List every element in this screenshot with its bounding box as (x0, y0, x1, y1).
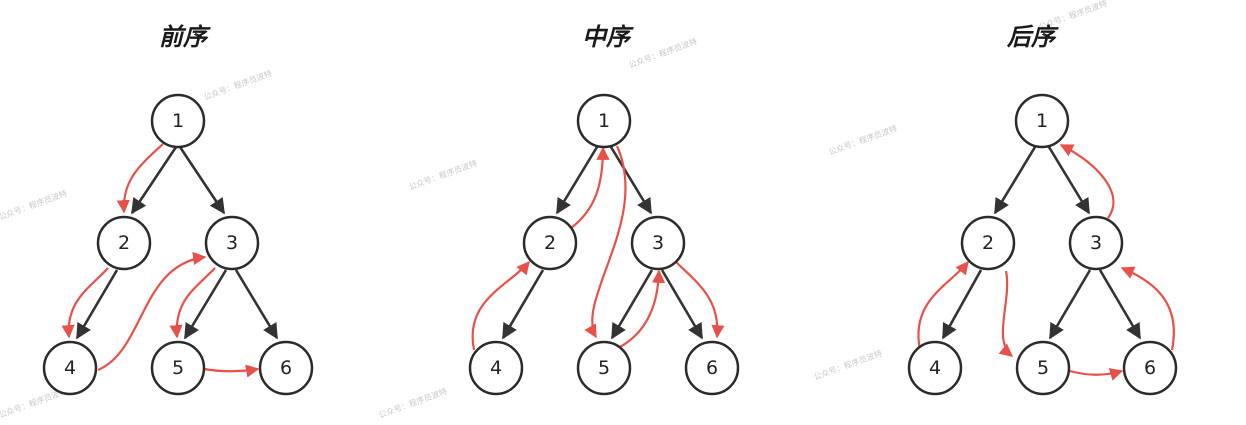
tree-node: 4 (42, 340, 98, 396)
tree-edges (75, 146, 279, 340)
tree-node: 6 (1122, 340, 1178, 396)
tree-node: 3 (204, 215, 260, 271)
tree-edge (1048, 269, 1092, 340)
tree-node: 6 (684, 340, 740, 396)
tree-node: 5 (1015, 340, 1071, 396)
node-label: 1 (172, 110, 184, 132)
tree-node: 5 (576, 340, 632, 396)
traversal-arrow (203, 364, 260, 378)
traversal-arrow (1059, 144, 1115, 219)
watermark: 公众号：程序员波特 (202, 68, 273, 102)
tree-edge (178, 146, 226, 215)
traversal-arrow (570, 146, 610, 229)
tree-edges (941, 146, 1142, 340)
watermark: 公众号：程序员波特 (407, 158, 478, 192)
tree-edge (660, 269, 704, 340)
node-label: 3 (226, 232, 238, 254)
panel-title: 中序 (582, 23, 634, 51)
tree-node: 2 (960, 215, 1016, 271)
traversal-arrow (1069, 368, 1124, 381)
watermark: 公众号：程序员波特 (827, 123, 898, 157)
panel-title: 后序 (1006, 23, 1059, 51)
tree-node: 4 (468, 340, 524, 396)
tree-edge (130, 146, 178, 215)
tree-node: 3 (630, 215, 686, 271)
tree-edge (941, 269, 983, 340)
tree-node: 3 (1068, 215, 1124, 271)
node-label: 3 (1090, 232, 1102, 254)
watermark: 公众号：程序员波特 (377, 386, 448, 420)
traversal-arrow (169, 267, 216, 339)
tree-node: 1 (576, 93, 632, 149)
tree-node: 2 (522, 215, 578, 271)
watermark: 公众号：程序员波特 (0, 188, 68, 222)
tree-node: 1 (150, 93, 206, 149)
panel-inorder: 中序 1 2 3 4 (468, 23, 740, 396)
node-label: 2 (544, 232, 556, 254)
node-label: 1 (1036, 110, 1048, 132)
traversal-arrow (998, 270, 1014, 357)
panel-preorder: 前序 1 2 3 4 (42, 23, 314, 396)
tree-edge (1098, 269, 1142, 340)
tree-edges (501, 146, 704, 340)
traversal-arrow (584, 145, 627, 339)
node-label: 2 (982, 232, 994, 254)
traversal-arrow (619, 269, 666, 348)
tree-edge (609, 146, 653, 215)
node-label: 2 (118, 232, 130, 254)
tree-edge (501, 269, 545, 340)
traversal-arrows (917, 144, 1175, 381)
traversal-arrow (97, 251, 207, 372)
node-label: 6 (706, 357, 718, 379)
node-label: 5 (172, 357, 184, 379)
node-label: 6 (280, 357, 292, 379)
node-label: 3 (652, 232, 664, 254)
tree-node: 6 (258, 340, 314, 396)
traversal-arrows (471, 145, 725, 351)
traversal-arrow (675, 261, 725, 339)
tree-edge (234, 269, 279, 340)
tree-edge (993, 146, 1037, 215)
tree-node: 2 (96, 215, 152, 271)
tree-edge (183, 269, 228, 340)
tree-edge (1047, 146, 1091, 215)
tree-node: 5 (150, 340, 206, 396)
node-label: 4 (490, 357, 502, 379)
node-label: 4 (64, 357, 76, 379)
traversal-arrow (1120, 266, 1175, 351)
panel-title: 前序 (159, 23, 211, 51)
node-label: 1 (598, 110, 610, 132)
tree-edge (75, 269, 119, 340)
traversal-arrow (917, 260, 969, 351)
node-label: 6 (1144, 357, 1156, 379)
traversal-arrow (116, 143, 164, 214)
traversal-arrows (61, 143, 260, 378)
tree-node: 4 (907, 340, 963, 396)
traversal-arrow (61, 267, 109, 339)
node-label: 4 (929, 357, 941, 379)
panel-postorder: 后序 1 2 3 4 (907, 23, 1178, 396)
watermark: 公众号：程序员波特 (627, 36, 698, 70)
node-label: 5 (1037, 357, 1049, 379)
tree-edge (555, 146, 599, 215)
tree-edge (610, 269, 654, 340)
traversal-arrow (471, 260, 530, 351)
node-label: 5 (598, 357, 610, 379)
tree-node: 1 (1014, 93, 1070, 149)
watermark: 公众号：程序员波特 (812, 348, 883, 382)
